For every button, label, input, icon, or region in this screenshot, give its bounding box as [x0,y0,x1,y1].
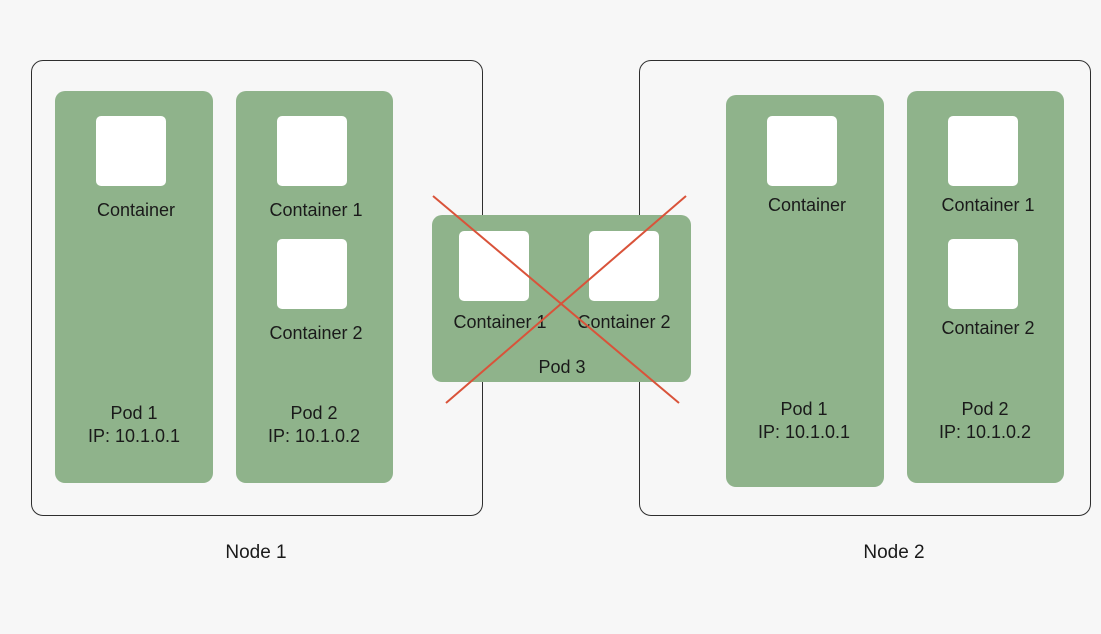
node1-pod2-container-2 [277,239,347,309]
node2-pod2-container-2 [948,239,1018,309]
node2-pod1-container [767,116,837,186]
node1-pod1-container [96,116,166,186]
pod3-container-2 [589,231,659,301]
node2-pod1-ip: IP: 10.1.0.1 [757,422,851,442]
node2-pod2-container-2-label: Container 2 [941,318,1035,338]
node1-pod2-name: Pod 2 [290,403,338,423]
node1-pod1-ip: IP: 10.1.0.1 [87,426,181,446]
node1-pod2-container-1 [277,116,347,186]
pod3-container-2-label: Container 2 [577,312,671,332]
pod3-container-1 [459,231,529,301]
node2-pod2-name: Pod 2 [961,399,1009,419]
node1-pod1-container-label: Container [96,200,176,220]
node2-pod2-container-1 [948,116,1018,186]
node1-pod2-ip: IP: 10.1.0.2 [267,426,361,446]
pod3-name: Pod 3 [538,357,586,377]
node-2-label: Node 2 [863,542,925,563]
node-1-label: Node 1 [225,542,287,563]
node2-pod2-ip: IP: 10.1.0.2 [938,422,1032,442]
node1-pod2-container-1-label: Container 1 [269,200,363,220]
node1-pod1-name: Pod 1 [110,403,158,423]
pod3-container-1-label: Container 1 [453,312,547,332]
node2-pod1-container-label: Container [767,195,847,215]
node2-pod2-container-1-label: Container 1 [941,195,1035,215]
node2-pod1-name: Pod 1 [780,399,828,419]
node1-pod2-container-2-label: Container 2 [269,323,363,343]
